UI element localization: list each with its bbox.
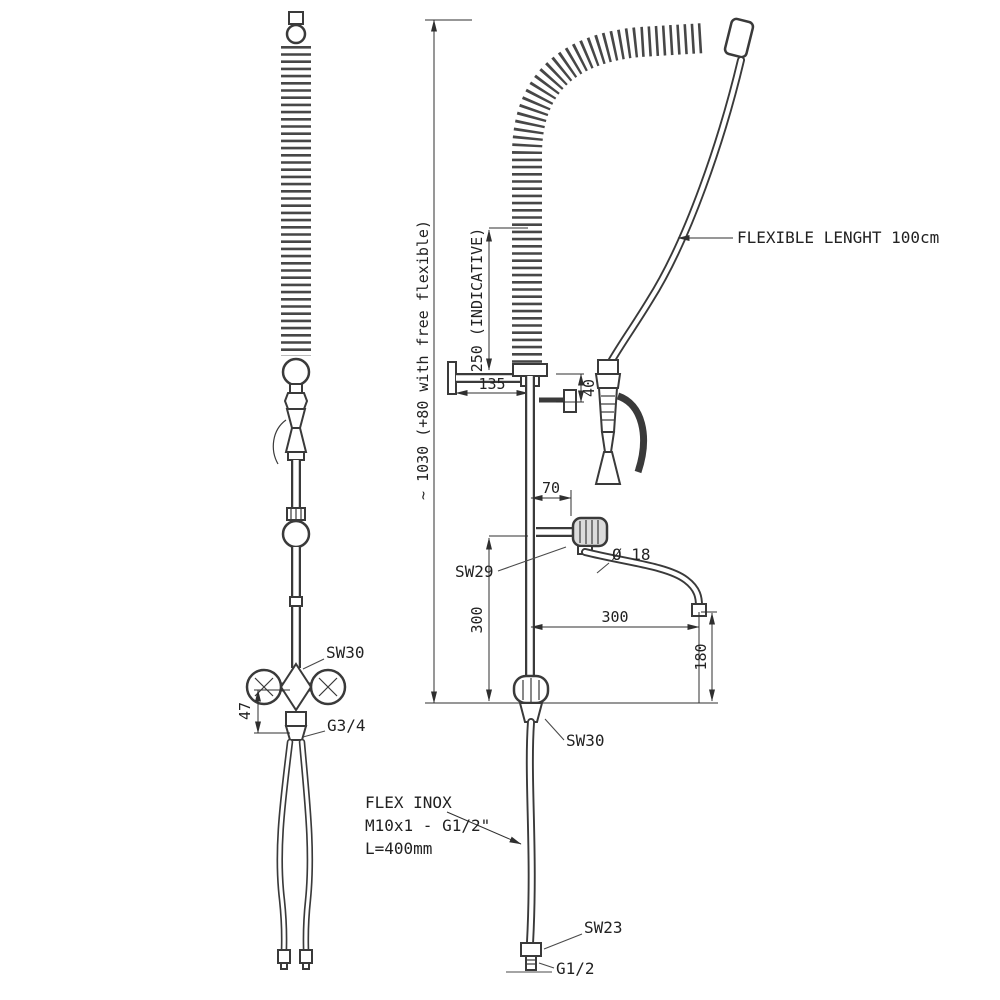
- right-hanger-block: [723, 17, 755, 59]
- dim-135: 135: [478, 375, 505, 393]
- left-g34-label: G3/4: [327, 716, 366, 735]
- dim-40: 40: [580, 379, 598, 397]
- diameter-18-label: Ø 18: [612, 545, 651, 564]
- right-sw30-label: SW30: [566, 731, 605, 750]
- left-top-cap: [288, 11, 304, 25]
- right-spring-coil: [512, 23, 706, 370]
- gun-lever: [616, 392, 648, 474]
- left-top-ring: [285, 23, 307, 45]
- dim-250-indicative: 250 (INDICATIVE): [468, 228, 486, 373]
- coil-clamp: [512, 363, 548, 377]
- left-ball-joint: [281, 519, 311, 549]
- sw29-label: SW29: [455, 562, 494, 581]
- left-pipe-collar: [289, 596, 303, 607]
- dim-300-vertical: 300: [468, 606, 486, 633]
- sw23-label: SW23: [584, 918, 623, 937]
- swivel-knurled-knob: [571, 516, 609, 555]
- left-double-knob-valve: [245, 662, 347, 741]
- left-hose-end-nut-1: [277, 949, 291, 964]
- left-sw30-label: SW30: [326, 643, 365, 662]
- left-view-assembly: SW30 47 G3/4: [236, 11, 366, 970]
- wall-plate: [447, 361, 457, 395]
- left-dim-47: 47: [236, 702, 254, 720]
- dim-180: 180: [692, 643, 710, 670]
- bottom-nut: [520, 942, 542, 957]
- spray-gun: [594, 359, 648, 485]
- gun-holder-block: [563, 389, 577, 413]
- bottom-knob: [512, 674, 550, 723]
- dim-70: 70: [542, 479, 560, 497]
- flexible-length-label: FLEXIBLE LENGHT 100cm: [737, 228, 939, 247]
- flex-inox-line2: M10x1 - G1/2": [365, 816, 490, 835]
- right-view-assembly: ~ 1030 (+80 with free flexible) FLEXIBLE…: [365, 17, 939, 978]
- left-hanger-block: [289, 383, 303, 394]
- free-flexible-hose: [604, 56, 745, 371]
- flex-inox-line1: FLEX INOX: [365, 793, 452, 812]
- flex-inox-line3: L=400mm: [365, 839, 432, 858]
- overall-height-dim: ~ 1030 (+80 with free flexible): [414, 220, 432, 500]
- dim-300-horizontal: 300: [601, 608, 628, 626]
- left-hose-end-nut-2: [299, 949, 313, 964]
- left-spray-valve: [272, 392, 309, 465]
- g12-label: G1/2: [556, 959, 595, 978]
- bottom-thread: [525, 955, 537, 971]
- left-hanger-ring: [281, 357, 311, 387]
